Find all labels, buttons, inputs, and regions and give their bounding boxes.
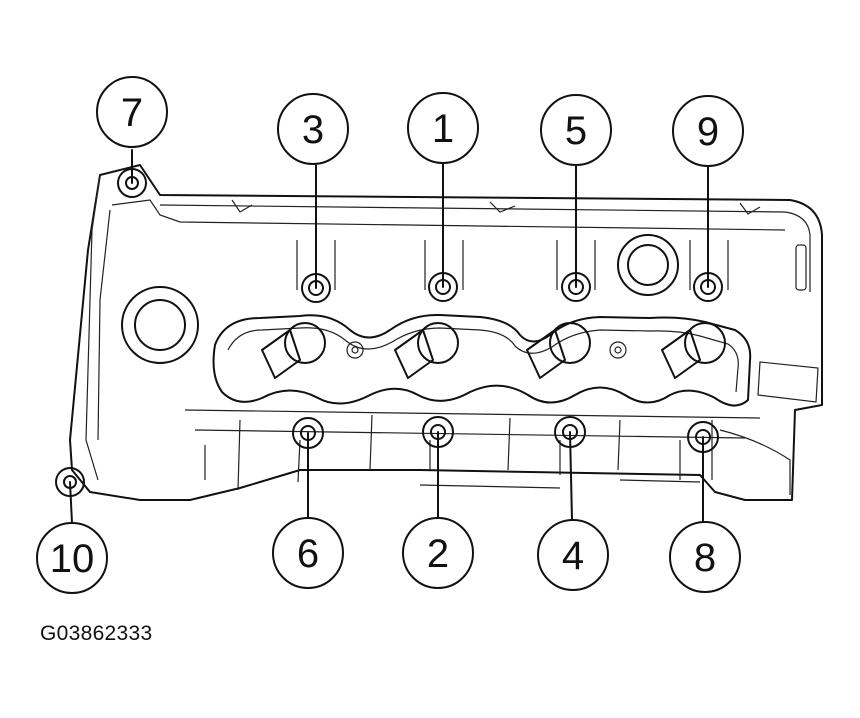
callout-7: 7 [96,76,168,148]
valve-cover [69,164,823,501]
coil-pack-2 [394,322,459,379]
callout-2-label: 2 [427,532,449,576]
callout-1: 1 [407,92,479,164]
callout-8: 8 [669,521,741,593]
callout-9: 9 [672,95,744,167]
callout-4-label: 4 [562,534,584,578]
leader-lines [69,149,709,524]
figure-id: G03862333 [40,622,153,645]
coil-pack-3 [526,322,591,379]
callout-4: 4 [537,519,609,591]
callout-8-label: 8 [694,536,716,580]
callout-3: 3 [277,93,349,165]
callout-5-label: 5 [565,109,587,153]
callout-10-label: 10 [50,537,95,581]
callout-1-label: 1 [432,107,454,151]
coil-pack-4 [661,322,726,379]
callout-6: 6 [272,517,344,589]
callout-6-label: 6 [297,532,319,576]
callouts: 7 3 1 5 9 10 6 2 [36,76,744,594]
coil-pack-1 [261,322,326,379]
callout-2: 2 [402,517,474,589]
callout-3-label: 3 [302,108,324,152]
callout-9-label: 9 [697,110,719,154]
callout-10: 10 [36,522,108,594]
callout-5: 5 [540,94,612,166]
callout-7-label: 7 [121,91,143,135]
